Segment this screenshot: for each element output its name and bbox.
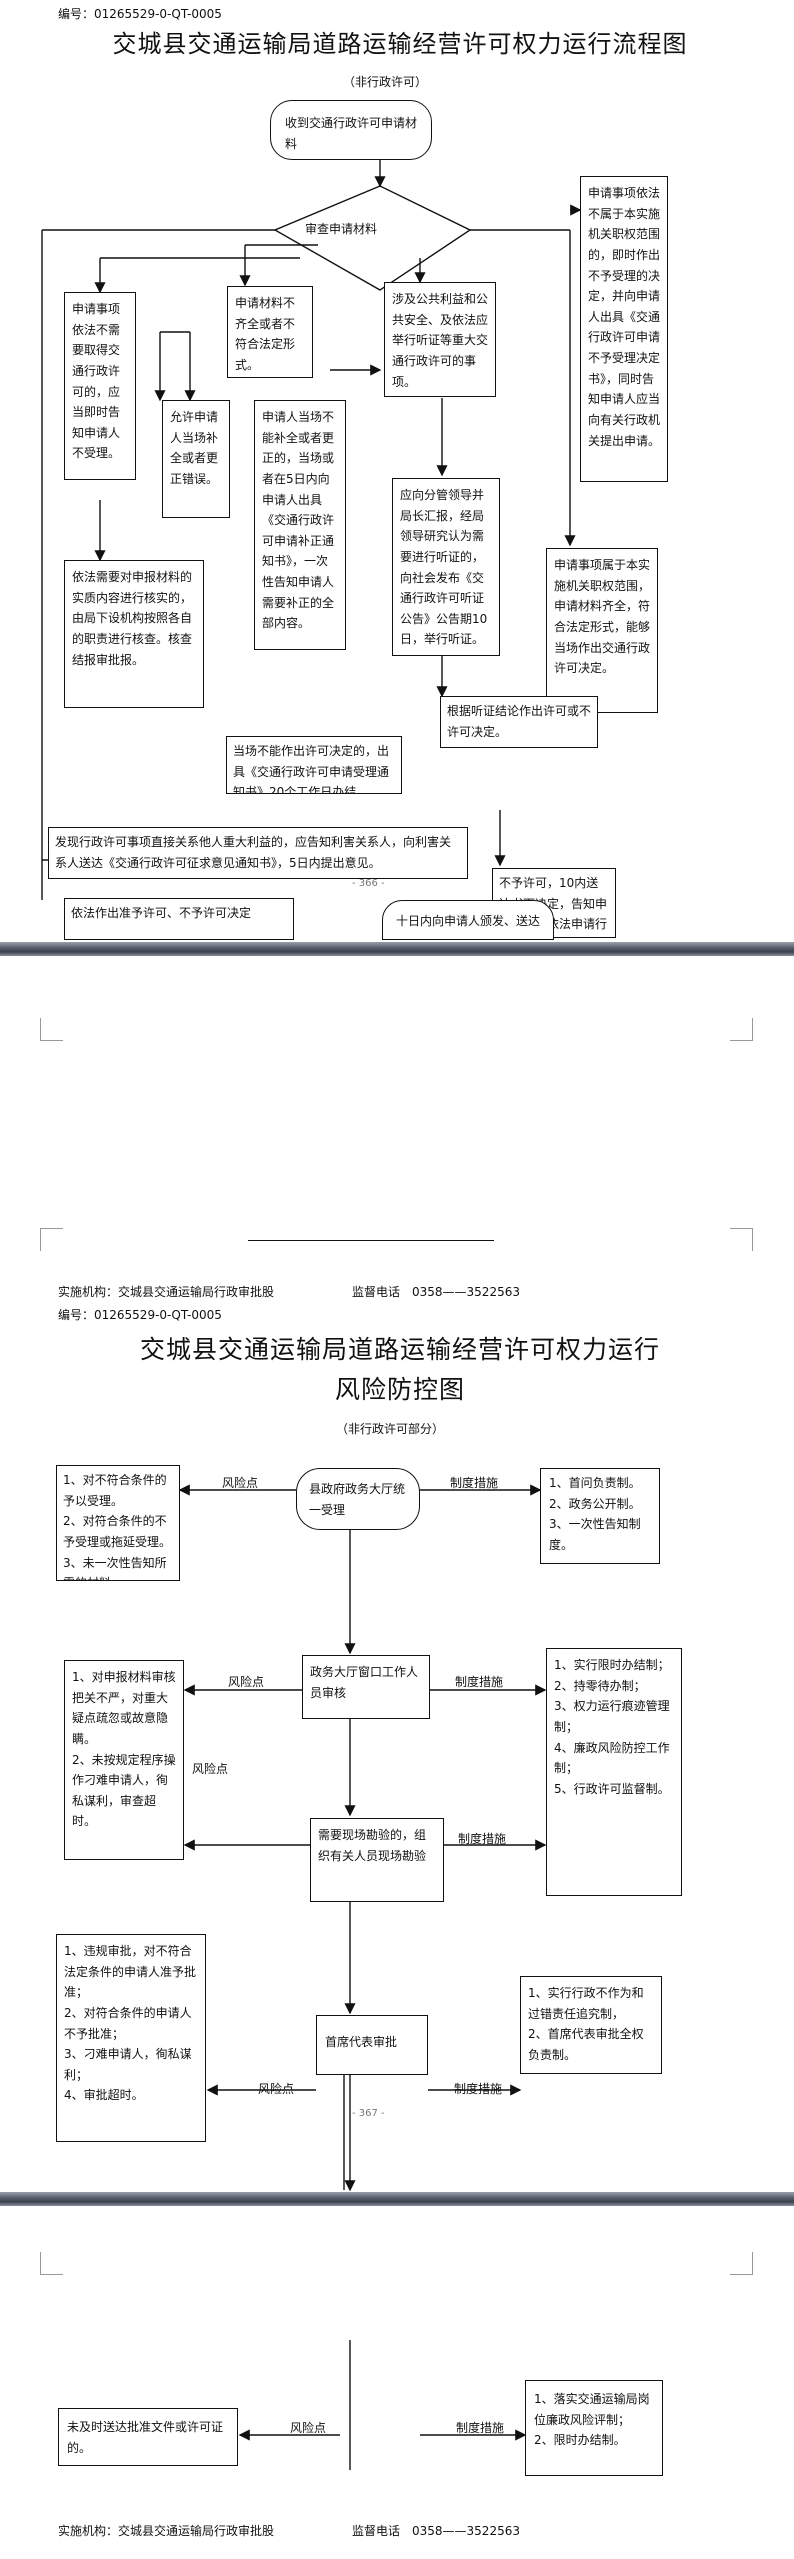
divider-line	[248, 1240, 494, 1241]
box-deliver: 十日内向申请人颁发、送达	[382, 900, 554, 940]
measure-label: 制度措施	[455, 1675, 504, 1689]
measure-box-4: 1、落实交通运输局岗位廉政风险评制； 2、限时办结制。	[525, 2380, 663, 2476]
page-title: 交城县交通运输局道路运输经营许可权力运行	[139, 1335, 660, 1364]
box-verify-materials: 依法需要对申报材料的实质内容进行核实的，由局下设机构按照各自的职责进行核查。核查…	[64, 560, 204, 708]
box-in-scope: 申请事项属于本实施机关职权范围，申请材料齐全，符合法定形式，能够当场作出交通行政…	[546, 548, 658, 713]
risk-box-1: 1、对不符合条件的予以受理。 2、对符合条件的不予受理或拖延受理。 3、未一次性…	[56, 1465, 180, 1581]
measure-label: 制度措施	[450, 1476, 499, 1490]
crop-mark	[40, 1228, 63, 1251]
measure-box-3: 1、实行行政不作为和过错责任追究制， 2、首席代表审批全权负责制。	[520, 1976, 662, 2074]
page-subtitle: （非行政许可）	[342, 75, 427, 89]
step-chief-approval: 首席代表审批	[316, 2015, 428, 2075]
crop-mark	[730, 1018, 753, 1041]
crop-mark	[40, 2252, 63, 2275]
risk-box-2: 1、对申报材料审核把关不严，对重大疑点疏忽或故意隐瞒。 2、未按规定程序操作刁难…	[64, 1660, 184, 1860]
measure-box-1: 1、首问负责制。 2、政务公开制。 3、一次性告知制度。	[540, 1468, 660, 1564]
measure-label: 制度措施	[454, 2082, 503, 2096]
footer-phone: 监督电话 0358——3522563	[352, 2524, 520, 2538]
box-third-party-interest: 发现行政许可事项直接关系他人重大利益的，应告知利害关系人，向利害关系人送达《交通…	[48, 827, 468, 879]
flow-review-diamond-label: 审查申请材料	[305, 222, 378, 236]
box-report-leader-hearing: 应向分管领导并局长汇报，经局领导研究认为需要进行听证的，向社会发布《交通行政许可…	[392, 478, 500, 656]
page-break-band	[0, 942, 794, 956]
measure-label: 制度措施	[458, 1832, 507, 1846]
footer-phone: 监督电话 0358——3522563	[352, 1285, 520, 1299]
step-site-inspection: 需要现场勘验的，组织有关人员现场勘验	[310, 1818, 444, 1902]
measure-label: 制度措施	[456, 2421, 505, 2435]
risk-box-3: 1、违规审批，对不符合法定条件的申请人准予批准； 2、对符合条件的申请人不予批准…	[56, 1934, 206, 2142]
risk-point-label: 风险点	[222, 1476, 259, 1490]
box-incomplete-materials: 申请材料不齐全或者不符合法定形式。	[227, 286, 313, 378]
doc-code: 编号：01265529-0-QT-0005	[58, 7, 222, 21]
footer-org: 实施机构：交城县交通运输局行政审批股	[58, 1285, 275, 1299]
step-hall-acceptance: 县政府政务大厅统一受理	[296, 1468, 420, 1530]
flow-start-box: 收到交通行政许可申请材料	[270, 100, 432, 160]
box-public-interest: 涉及公共利益和公共安全、及依法应举行听证等重大交通行政许可的事项。	[384, 282, 496, 397]
footer-org: 实施机构：交城县交通运输局行政审批股	[58, 2524, 275, 2538]
risk-point-label: 风险点	[192, 1762, 229, 1776]
page-title: 交城县交通运输局道路运输经营许可权力运行流程图	[112, 30, 688, 58]
page-break-band	[0, 2192, 794, 2206]
box-not-in-scope: 申请事项依法不属于本实施机关职权范围的，即时作出不予受理的决定，并向申请人出具《…	[580, 176, 668, 482]
step-window-review: 政务大厅窗口工作人员审核	[302, 1655, 430, 1719]
flowchart-connectors	[41, 160, 582, 940]
box-onsite-no-decision: 当场不能作出许可决定的，出具《交通行政许可申请受理通知书》20个工作日办结	[226, 736, 402, 794]
risk-point-label: 风险点	[228, 1675, 265, 1689]
measure-box-2: 1、实行限时办结制； 2、持零待办制； 3、权力运行痕迹管理制； 4、廉政风险防…	[546, 1648, 682, 1896]
crop-mark	[730, 1228, 753, 1251]
page-title-line2: 风险防控图	[334, 1375, 465, 1404]
risk-point-label: 风险点	[258, 2082, 295, 2096]
box-decision: 依法作出准予许可、不予许可决定	[64, 898, 294, 940]
box-no-license-needed: 申请事项依法不需要取得交通行政许可的，应当即时告知申请人不受理。	[64, 292, 136, 480]
crop-mark	[730, 2252, 753, 2275]
crop-mark	[40, 1018, 63, 1041]
box-correct-onsite: 允许申请人当场补全或者更正错误。	[162, 400, 230, 518]
page-number: - 367 -	[352, 2108, 385, 2119]
risk-box-4: 未及时送达批准文件或许可证的。	[58, 2408, 238, 2466]
doc-code: 编号：01265529-0-QT-0005	[58, 1308, 222, 1322]
box-hearing-result: 根据听证结论作出许可或不许可决定。	[440, 696, 598, 748]
page-subtitle: （非行政许可部分）	[335, 1422, 444, 1436]
box-cannot-correct: 申请人当场不能补全或者更正的，当场或者在5日内向申请人出具《交通行政许可申请补正…	[254, 400, 346, 650]
page-number: - 366 -	[352, 878, 385, 889]
risk-point-label: 风险点	[290, 2421, 327, 2435]
